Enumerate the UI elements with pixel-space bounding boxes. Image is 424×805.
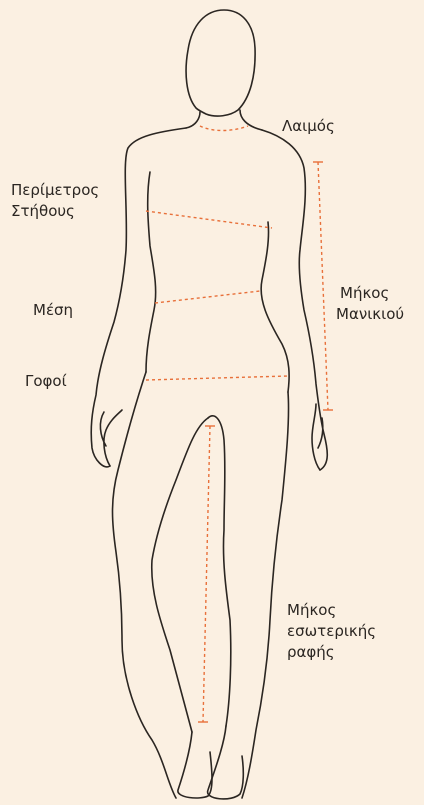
hips-label: Γοφοί	[25, 371, 67, 391]
neck-left-outline	[186, 112, 200, 128]
right-hand-outline	[312, 404, 323, 470]
right-foot-outline	[208, 726, 244, 799]
inseam-label-line1: Μήκος	[287, 600, 336, 620]
right-leg-inner	[208, 416, 231, 726]
neck-label: Λαιμός	[282, 116, 335, 136]
torso-right-outline	[261, 222, 289, 392]
torso-left-outline	[146, 172, 156, 372]
left-side-outline	[91, 128, 186, 467]
chest-label-line1: Περίμετρος	[11, 180, 99, 200]
sleeve-label-line1: Μήκος	[340, 283, 389, 303]
head-outline	[186, 10, 255, 116]
hips-measure-line	[146, 376, 288, 380]
chest-label-line2: Στήθους	[11, 201, 75, 221]
right-leg-outer	[242, 392, 289, 798]
left-foot-outline	[178, 732, 212, 798]
neck-measure-line	[200, 126, 248, 131]
chest-measure-line	[146, 211, 272, 228]
sleeve-measure-line	[318, 162, 328, 410]
inseam-label-line3: ραφής	[287, 642, 335, 662]
left-leg-inner	[152, 418, 208, 732]
waist-label: Μέση	[33, 300, 73, 320]
inseam-label-line2: εσωτερικής	[287, 621, 376, 641]
inseam-measure-line	[203, 426, 210, 722]
right-side-outline	[262, 130, 327, 470]
sleeve-label-line2: Μανικιού	[336, 304, 404, 324]
left-hand-outline	[100, 410, 122, 466]
left-leg-outer	[113, 372, 177, 798]
waist-measure-line	[155, 291, 260, 303]
